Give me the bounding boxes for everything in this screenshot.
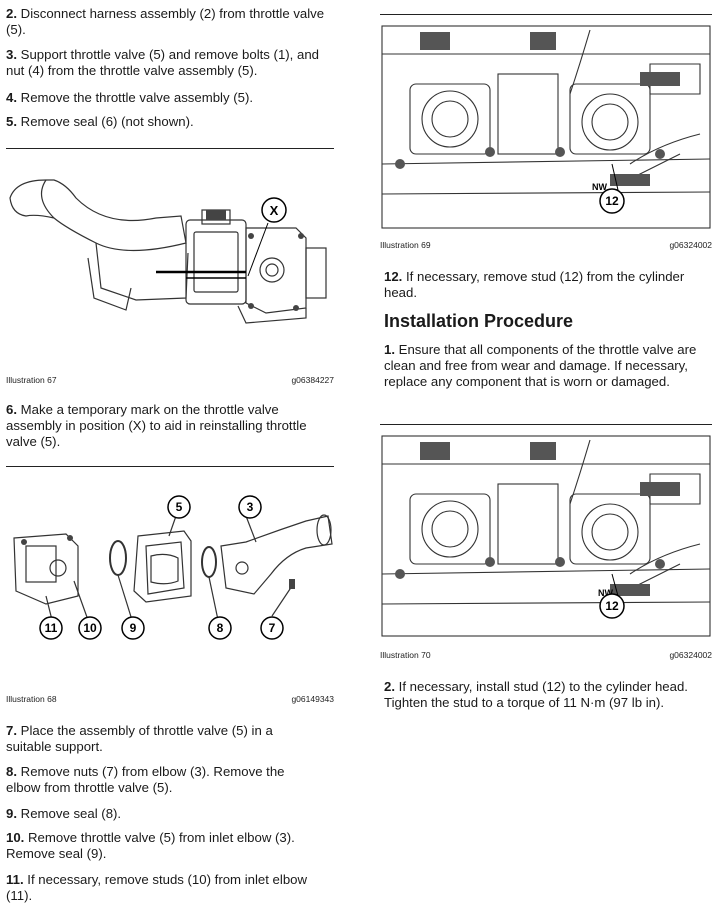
step-number: 3.	[6, 47, 17, 62]
step-6: 6. Make a temporary mark on the throttle…	[6, 402, 336, 450]
step-text: Remove the throttle valve assembly (5).	[20, 90, 254, 105]
step-text: Make a temporary mark on the throttle va…	[6, 402, 307, 449]
step-12: 12. If necessary, remove stud (12) from …	[384, 269, 704, 301]
step-text: Remove seal (8).	[20, 806, 122, 821]
callout-10: 10	[83, 621, 97, 635]
callout-8: 8	[217, 621, 224, 635]
illustration-label: Illustration 70	[380, 650, 431, 660]
step-number: 2.	[384, 679, 395, 694]
step-text: Remove throttle valve (5) from inlet elb…	[6, 830, 295, 861]
nw-mark: NW	[598, 588, 613, 598]
install-step-1: 1. Ensure that all components of the thr…	[384, 342, 712, 390]
section-heading: Installation Procedure	[384, 311, 574, 331]
step-number: 4.	[6, 90, 17, 105]
step-3: 3. Support throttle valve (5) and remove…	[6, 47, 336, 79]
step-number: 9.	[6, 806, 17, 821]
step-text: If necessary, remove studs (10) from inl…	[6, 872, 308, 903]
callout-5: 5	[176, 500, 183, 514]
illustration-code: g06324002	[669, 240, 712, 250]
illustration-69: NW 12	[381, 25, 711, 229]
step-number: 12.	[384, 269, 403, 284]
caption-68: Illustration 68 g06149343	[6, 694, 334, 704]
step-number: 6.	[6, 402, 17, 417]
figure-top-rule	[380, 14, 712, 15]
step-text: Remove seal (6) (not shown).	[20, 114, 194, 129]
illustration-code: g06384227	[291, 375, 334, 385]
step-number: 2.	[6, 6, 17, 21]
callout-11: 11	[45, 621, 58, 635]
caption-70: Illustration 70 g06324002	[380, 650, 712, 660]
step-text: If necessary, install stud (12) to the c…	[384, 679, 688, 710]
callout-3: 3	[247, 500, 254, 514]
step-10: 10. Remove throttle valve (5) from inlet…	[6, 830, 326, 862]
install-step-2: 2. If necessary, install stud (12) to th…	[384, 679, 712, 711]
figure-top-rule	[380, 424, 712, 425]
step-text: Disconnect harness assembly (2) from thr…	[6, 6, 325, 37]
callout-x: X	[270, 203, 279, 218]
step-5: 5. Remove seal (6) (not shown).	[6, 114, 336, 130]
step-text: If necessary, remove stud (12) from the …	[384, 269, 685, 300]
step-7: 7. Place the assembly of throttle valve …	[6, 723, 306, 755]
step-11: 11. If necessary, remove studs (10) from…	[6, 872, 336, 904]
illustration-68: 5 3 11 10 9 8 7	[13, 495, 333, 640]
caption-67: Illustration 67 g06384227	[6, 375, 334, 385]
step-number: 1.	[384, 342, 395, 357]
nw-mark: NW	[592, 182, 607, 192]
illustration-code: g06324002	[669, 650, 712, 660]
step-number: 10.	[6, 830, 25, 845]
callout-9: 9	[130, 621, 137, 635]
step-8: 8. Remove nuts (7) from elbow (3). Remov…	[6, 764, 316, 796]
callout-12: 12	[605, 599, 619, 613]
figure-top-rule	[6, 148, 334, 149]
step-text: Place the assembly of throttle valve (5)…	[6, 723, 273, 754]
figure-top-rule	[6, 466, 334, 467]
step-number: 11.	[6, 872, 24, 887]
illustration-label: Illustration 67	[6, 375, 57, 385]
step-9: 9. Remove seal (8).	[6, 806, 336, 822]
step-number: 5.	[6, 114, 17, 129]
illustration-67: X	[9, 179, 327, 324]
illustration-label: Illustration 68	[6, 694, 57, 704]
illustration-label: Illustration 69	[380, 240, 431, 250]
step-2: 2. Disconnect harness assembly (2) from …	[6, 6, 326, 38]
step-4: 4. Remove the throttle valve assembly (5…	[6, 90, 336, 106]
step-text: Support throttle valve (5) and remove bo…	[6, 47, 320, 78]
step-text: Remove nuts (7) from elbow (3). Remove t…	[6, 764, 285, 795]
step-text: Ensure that all components of the thrott…	[384, 342, 697, 389]
callout-12: 12	[605, 194, 619, 208]
illustration-code: g06149343	[291, 694, 334, 704]
callout-7: 7	[269, 621, 276, 635]
illustration-70: NW 12	[381, 435, 711, 637]
step-number: 8.	[6, 764, 17, 779]
step-number: 7.	[6, 723, 17, 738]
caption-69: Illustration 69 g06324002	[380, 240, 712, 250]
